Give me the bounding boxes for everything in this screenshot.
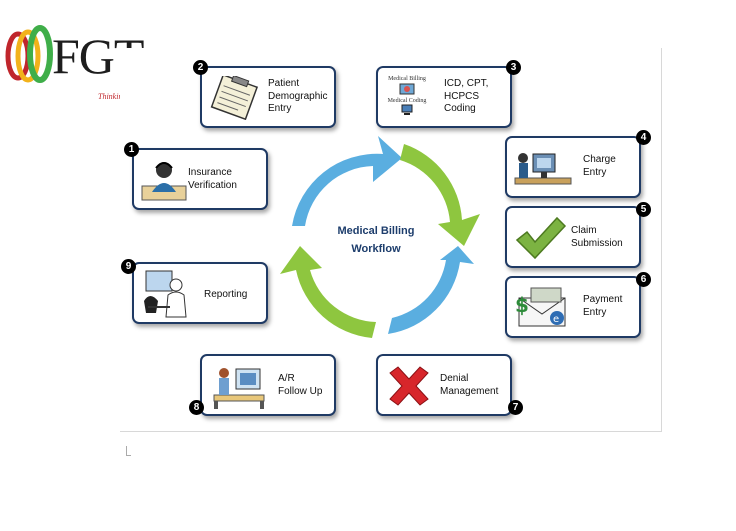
step-ar-follow-up: A/R Follow Up xyxy=(200,354,336,416)
step-reporting: Reporting xyxy=(132,262,268,324)
arrow-top-left xyxy=(292,136,402,226)
clipboard-icon xyxy=(210,76,259,120)
step-insurance-verification: Insurance Verification xyxy=(132,148,268,210)
step-number-9: 9 xyxy=(121,259,136,274)
step-number-4: 4 xyxy=(636,130,651,145)
step-claim-submission: Claim Submission xyxy=(505,206,641,268)
coding-book-graphic xyxy=(399,83,415,95)
payment-envelope-icon: $ e xyxy=(515,287,566,327)
doctor-report-icon xyxy=(144,270,187,318)
arrow-bottom-right xyxy=(388,246,474,334)
checkmark-icon xyxy=(515,216,567,260)
svg-text:$: $ xyxy=(515,293,529,317)
logo-rings-icon xyxy=(5,25,53,83)
receptionist-icon xyxy=(141,162,187,201)
step-label: Reporting xyxy=(204,289,248,300)
corner-mark xyxy=(126,446,131,456)
diagram-center-title: Medical Billing Workflow xyxy=(318,222,434,258)
step-label: Insurance Verification xyxy=(188,167,237,191)
arrow-bottom-left xyxy=(280,246,376,338)
step-label: ICD, CPT, HCPCS Coding xyxy=(444,78,489,114)
step-label: Charge Entry xyxy=(583,154,616,178)
step-label: Patient Demographic Entry xyxy=(268,78,328,114)
step-charge-entry: Charge Entry xyxy=(505,136,641,198)
coding-book-icon: Medical Billing Medical Coding xyxy=(382,74,432,122)
step-payment-entry: $ e Payment Entry xyxy=(505,276,641,338)
center-title-line1: Medical Billing xyxy=(337,225,415,237)
step-patient-demographic-entry: Patient Demographic Entry xyxy=(200,66,336,128)
red-x-icon xyxy=(389,366,429,406)
svg-text:e: e xyxy=(553,314,559,325)
worker-computer-icon xyxy=(213,368,265,409)
computer-desk-icon xyxy=(514,153,572,185)
step-denial-management: Denial Management xyxy=(376,354,512,416)
step-label: Claim Submission xyxy=(571,225,623,249)
step-number-6: 6 xyxy=(636,272,651,287)
step-number-8: 8 xyxy=(189,400,204,415)
coding-computer-graphic xyxy=(401,104,413,115)
center-title-line2: Workflow xyxy=(351,243,401,255)
step-number-7: 7 xyxy=(508,400,523,415)
step-label: Denial Management xyxy=(440,373,499,397)
step-label: Payment Entry xyxy=(583,294,623,318)
step-number-1: 1 xyxy=(124,142,139,157)
arrow-top-right xyxy=(400,144,480,246)
step-coding: Medical Billing Medical Coding ICD, CPT,… xyxy=(376,66,512,128)
step-number-3: 3 xyxy=(506,60,521,75)
step-number-2: 2 xyxy=(193,60,208,75)
step-label: A/R Follow Up xyxy=(278,373,323,397)
step-number-5: 5 xyxy=(636,202,651,217)
